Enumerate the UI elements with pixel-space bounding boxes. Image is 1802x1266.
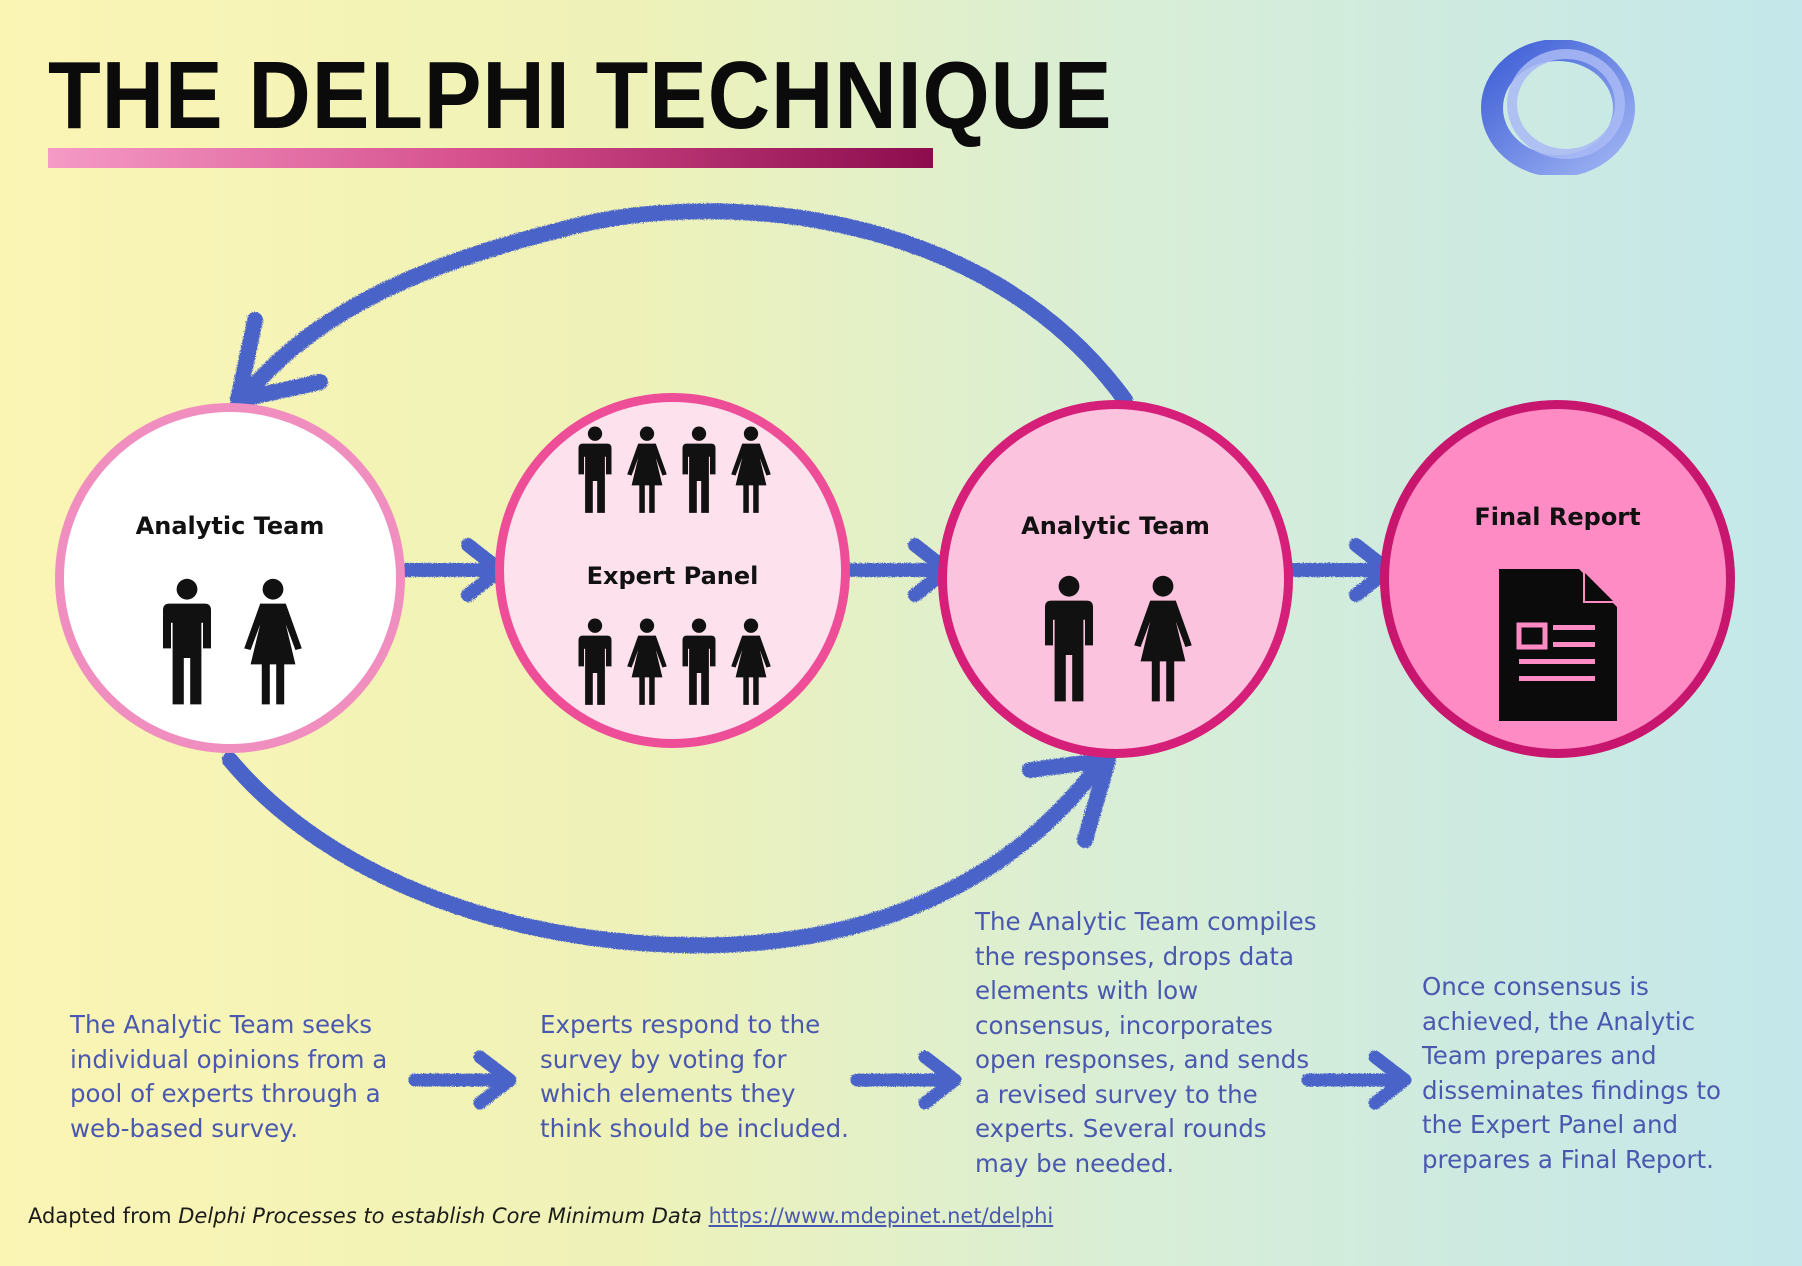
source-link[interactable]: https://www.mdepinet.net/delphi — [708, 1204, 1054, 1228]
description-line: elements with low — [975, 976, 1199, 1005]
description-line: may be needed. — [975, 1148, 1175, 1178]
description-line: a revised survey to the — [975, 1079, 1258, 1109]
people-group — [947, 574, 1284, 704]
node-analytic-team-1: Analytic Team — [55, 403, 405, 753]
man-icon — [578, 426, 611, 513]
people-group-top — [504, 424, 841, 516]
description-line: which elements they — [540, 1079, 796, 1108]
node-label: Analytic Team — [135, 512, 325, 540]
page-title: THE DELPHI TECHNIQUE — [48, 42, 1113, 149]
description-step-4: Once consensus is achieved, the Analytic… — [1422, 970, 1721, 1177]
node-analytic-team-2: Analytic Team — [938, 400, 1293, 758]
description-line: The Analytic Team compiles — [975, 907, 1317, 936]
description-line: The Analytic Team seeks — [70, 1010, 373, 1039]
arrow-desc1-desc2-head — [473, 1050, 517, 1110]
woman-icon — [1133, 575, 1192, 702]
man-icon — [578, 618, 611, 705]
description-line: achieved, the Analytic — [1422, 1006, 1696, 1036]
credit-prefix: Adapted from — [28, 1204, 179, 1228]
node-expert-panel: Expert Panel — [495, 393, 850, 748]
description-line: individual opinions from a — [70, 1044, 388, 1074]
node-final-report: Final Report — [1380, 400, 1735, 758]
description-line: consensus, incorporates — [975, 1010, 1273, 1040]
man-icon — [163, 578, 211, 705]
node-label: Final Report — [1474, 503, 1641, 531]
survey-arc-bottom-head — [1022, 752, 1116, 848]
description-step-3: The Analytic Team compiles the responses… — [975, 905, 1317, 1181]
feedback-arc-top-head — [230, 312, 328, 408]
description-line: the responses, drops data — [975, 941, 1294, 971]
source-credit: Adapted from Delphi Processes to establi… — [28, 1204, 1053, 1228]
description-line: prepares a Final Report. — [1422, 1144, 1714, 1174]
description-line: Experts respond to the — [540, 1010, 821, 1039]
man-icon — [682, 426, 715, 513]
description-line: web-based survey. — [70, 1113, 298, 1143]
people-group — [64, 577, 396, 707]
people-group-bottom — [504, 616, 841, 708]
woman-icon — [626, 618, 667, 705]
woman-icon — [244, 578, 302, 705]
survey-arc-bottom — [222, 752, 1103, 954]
description-line: the Expert Panel and — [1422, 1110, 1679, 1139]
credit-source-title: Delphi Processes to establish Core Minim… — [178, 1204, 702, 1228]
man-icon — [682, 618, 715, 705]
description-line: Team prepares and — [1422, 1041, 1657, 1070]
description-line: experts. Several rounds — [975, 1114, 1267, 1143]
woman-icon — [730, 426, 771, 513]
description-step-1: The Analytic Team seeks individual opini… — [70, 1008, 387, 1146]
feedback-arc-top — [242, 203, 1133, 408]
arrow-desc2-desc3-head — [918, 1050, 962, 1110]
description-line: Once consensus is — [1422, 972, 1649, 1001]
description-line: disseminates findings to — [1422, 1075, 1721, 1105]
report-icon-wrap — [1389, 569, 1726, 721]
woman-icon — [626, 426, 667, 513]
blue-ring-logo-icon — [1481, 40, 1635, 175]
woman-icon — [730, 618, 771, 705]
title-underline — [48, 148, 933, 168]
description-line: survey by voting for — [540, 1044, 787, 1074]
node-label: Expert Panel — [586, 562, 759, 590]
node-label: Analytic Team — [1021, 512, 1210, 540]
arrow-desc3-desc4-head — [1368, 1050, 1412, 1110]
description-line: pool of experts through a — [70, 1079, 381, 1108]
document-icon — [1498, 569, 1617, 721]
description-line: think should be included. — [540, 1113, 849, 1143]
description-step-2: Experts respond to the survey by voting … — [540, 1008, 849, 1146]
description-line: open responses, and sends — [975, 1045, 1310, 1074]
man-icon — [1044, 575, 1093, 702]
